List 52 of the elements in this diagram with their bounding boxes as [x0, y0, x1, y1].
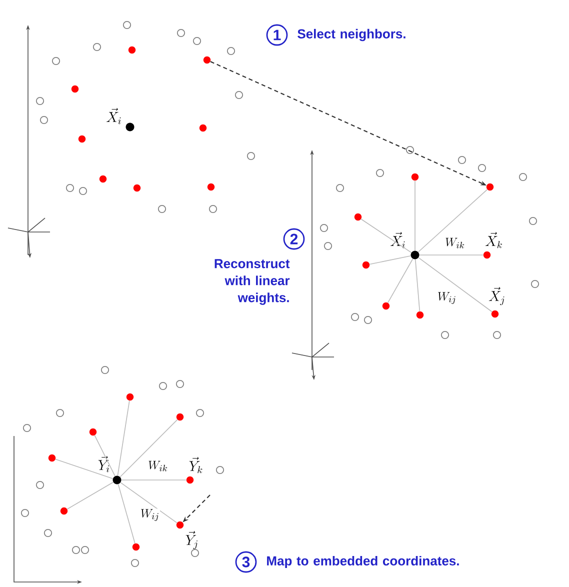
connector-line [66, 482, 114, 510]
point [132, 543, 140, 551]
point [176, 413, 184, 421]
point-label: $\vec{Y}_j$ [186, 531, 198, 550]
step-number: 2 [283, 228, 305, 250]
step-caption: Reconstruct with linear weights. [214, 259, 290, 305]
point [48, 454, 56, 462]
connector-line [414, 180, 416, 251]
connector-line [387, 258, 414, 304]
point [382, 302, 390, 310]
edge-label: $W_{ik}$ [444, 237, 466, 249]
connector-line [120, 482, 178, 524]
point [126, 393, 134, 401]
point-label: $\vec{X}_j$ [488, 287, 504, 306]
point [354, 213, 362, 221]
connector-line [369, 256, 412, 265]
connector-line [360, 218, 412, 253]
point-label: $\vec{Y}_i$ [98, 456, 110, 472]
connector-line [419, 254, 484, 256]
connector-line [120, 419, 178, 478]
point-label: $\vec{X}_i$ [390, 232, 405, 248]
step-number: 1 [266, 24, 288, 46]
point [186, 476, 194, 484]
edge-label: $W_{ij}$ [140, 508, 160, 522]
connector-line [118, 484, 136, 544]
point-label: $\vec{Y}_k$ [189, 456, 202, 474]
edge-label: $W_{ik}$ [148, 460, 168, 472]
point-label: $\vec{X}_i$ [106, 108, 121, 124]
point [416, 311, 424, 319]
connector-line [94, 435, 116, 476]
point [491, 310, 499, 318]
point [60, 507, 68, 515]
connector-line [418, 189, 488, 252]
step-caption: Select neighbors. [298, 28, 406, 42]
point [203, 56, 211, 64]
connector-line [55, 458, 114, 479]
point [176, 521, 184, 529]
point [126, 122, 134, 132]
point [362, 261, 370, 269]
step-number: 3 [235, 551, 257, 573]
connector-line [117, 400, 130, 476]
connector-line [414, 259, 420, 312]
point [411, 173, 419, 181]
edge-label: $W_{ij}$ [436, 292, 458, 304]
connector-line [418, 257, 492, 312]
point [89, 428, 97, 436]
point [112, 476, 122, 484]
point [486, 183, 494, 191]
point [410, 250, 420, 260]
step-caption: Map to embedded coordinates. [267, 556, 459, 568]
point-label: $\vec{X}_k$ [486, 232, 502, 248]
point [483, 251, 491, 259]
